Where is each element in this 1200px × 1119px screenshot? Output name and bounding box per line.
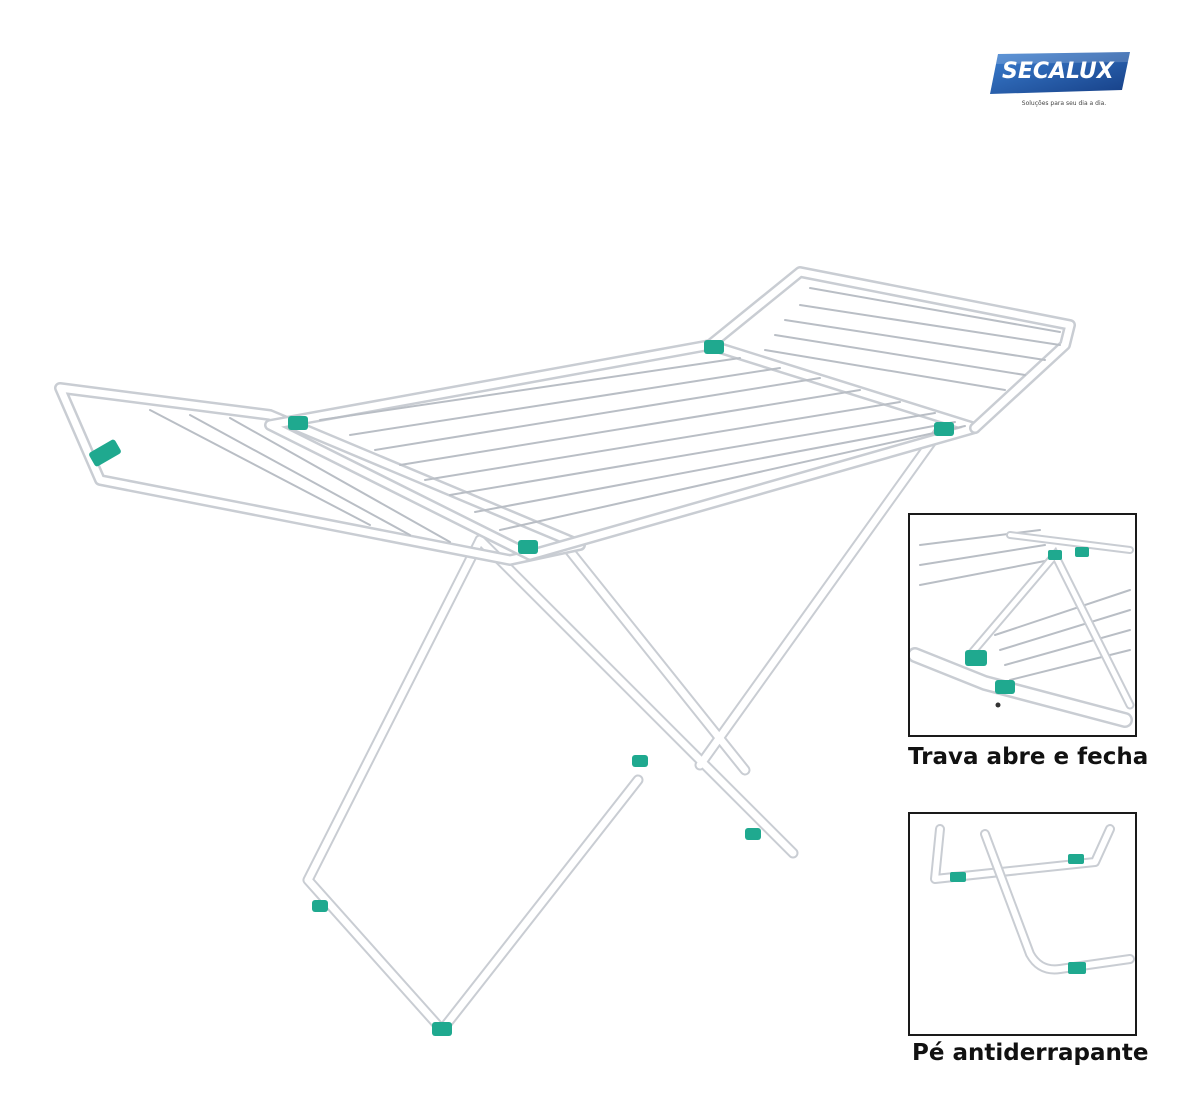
- detail-image-lock: [908, 513, 1137, 737]
- detail-caption-foot: Pé antiderrapante: [912, 1040, 1149, 1066]
- logo-wordmark: SECALUX: [1002, 59, 1114, 84]
- logo-tagline: Soluções para seu dia a dia.: [1021, 100, 1107, 107]
- logo-badge-shape: [990, 52, 1130, 94]
- drying-rack-image: [54, 266, 1076, 1036]
- lock-hinge-icon: [910, 529, 1135, 728]
- detail-caption-lock: Trava abre e fecha: [908, 744, 1149, 770]
- detail-image-foot: [908, 812, 1137, 1036]
- brand-logo: SECALUX Soluções para seu dia a dia.: [988, 50, 1138, 112]
- non-slip-foot-icon: [930, 824, 1135, 975]
